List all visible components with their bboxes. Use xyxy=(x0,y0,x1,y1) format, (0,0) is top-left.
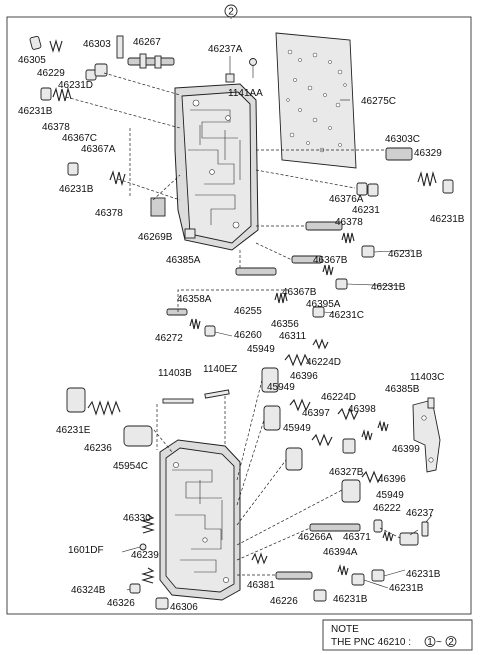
bracket-46385b xyxy=(412,399,441,473)
part-label: 46367C xyxy=(62,133,97,144)
part-label: 46231B xyxy=(430,214,465,225)
part-label: 46330 xyxy=(123,513,151,524)
part-label: 46305 xyxy=(18,55,46,66)
part-label: 46329 xyxy=(414,148,442,159)
part-label: 1141AA xyxy=(228,88,263,99)
separator-plate xyxy=(275,32,357,169)
part-label: 46260 xyxy=(234,330,262,341)
diagram-frame xyxy=(6,16,472,615)
part-label: 46367B xyxy=(282,287,317,298)
part-label: 46385B xyxy=(385,384,420,395)
note-tilde: ~ xyxy=(436,637,442,648)
part-label: 46267 xyxy=(133,37,161,48)
note-title: NOTE xyxy=(331,624,359,635)
part-label: 46272 xyxy=(155,333,183,344)
part-label: 46231B xyxy=(406,569,441,580)
part-label: 46266A xyxy=(298,532,333,543)
part-label: 46237A xyxy=(208,44,243,55)
part-label: 46231B xyxy=(18,106,53,117)
part-label: 46237 xyxy=(406,508,434,519)
part-label: 46378 xyxy=(42,122,70,133)
part-label: 45949 xyxy=(247,344,275,355)
part-label: 46399 xyxy=(392,444,420,455)
part-label: 1140EZ xyxy=(203,364,237,375)
part-label: 45949 xyxy=(267,382,295,393)
upper-valve-body xyxy=(174,83,259,251)
part-label: 46367A xyxy=(81,144,116,155)
part-label: 46231D xyxy=(58,80,93,91)
part-label: 46236 xyxy=(84,443,112,454)
part-label: 46398 xyxy=(348,404,376,415)
part-labels: 46305 46303 46267 46229 46231D 46237A 11… xyxy=(18,37,465,613)
assembly-lines xyxy=(65,72,401,576)
part-label: 46311 xyxy=(279,331,307,342)
part-label: 46231E xyxy=(56,425,91,436)
part-label: 11403B xyxy=(158,368,192,379)
part-label: 46356 xyxy=(271,319,299,330)
part-label: 46231B xyxy=(389,583,424,594)
part-label: 46371 xyxy=(343,532,371,543)
part-label: 46231C xyxy=(329,310,364,321)
part-label: 46396 xyxy=(290,371,318,382)
part-label: 46395A xyxy=(306,299,341,310)
part-label: 46396 xyxy=(378,474,406,485)
part-label: 1601DF xyxy=(68,545,104,556)
part-label: 11403C xyxy=(410,372,444,383)
part-label: 46397 xyxy=(302,408,330,419)
part-label: 46231 xyxy=(352,205,380,216)
part-label: 46327B xyxy=(329,467,364,478)
part-label: 46226 xyxy=(270,596,298,607)
note-box: NOTE THE PNC 46210 : 1 ~ 2 xyxy=(322,619,473,651)
part-label: 46358A xyxy=(177,294,212,305)
part-label: 46269B xyxy=(138,232,173,243)
part-label: 46231B xyxy=(371,282,406,293)
part-label: 46239 xyxy=(131,550,159,561)
lower-valve-body xyxy=(159,439,241,601)
part-label: 46303C xyxy=(385,134,420,145)
note-ref-to: 2 xyxy=(445,636,457,648)
part-label: 46306 xyxy=(170,602,198,613)
part-label: 45949 xyxy=(376,490,404,501)
part-label: 46376A xyxy=(329,194,364,205)
part-label: 46231B xyxy=(333,594,368,605)
svg-text:2: 2 xyxy=(228,7,234,18)
assembly-ref-marker: 2 xyxy=(224,4,238,19)
part-label: 45954C xyxy=(113,461,148,472)
leader-lines xyxy=(121,56,433,591)
part-label: 46222 xyxy=(373,503,401,514)
part-label: 46367B xyxy=(313,255,348,266)
part-label: 46326 xyxy=(107,598,135,609)
note-ref-from: 1 xyxy=(424,636,436,648)
part-label: 46378 xyxy=(335,217,363,228)
part-label: 46381 xyxy=(247,580,275,591)
part-label: 46231B xyxy=(59,184,94,195)
part-label: 46229 xyxy=(37,68,65,79)
part-label: 46255 xyxy=(234,306,262,317)
part-label: 46324B xyxy=(71,585,106,596)
part-label: 46394A xyxy=(323,547,358,558)
part-label: 46224D xyxy=(306,357,341,368)
svg-text:1: 1 xyxy=(427,637,433,648)
part-label: 46224D xyxy=(321,392,356,403)
svg-text:2: 2 xyxy=(448,637,454,648)
part-label: 46385A xyxy=(166,255,201,266)
part-label: 46378 xyxy=(95,208,123,219)
part-label: 46275C xyxy=(361,96,396,107)
part-label: 46231B xyxy=(388,249,423,260)
part-label: 45949 xyxy=(283,423,311,434)
note-line: THE PNC 46210 : xyxy=(331,637,411,648)
part-label: 46303 xyxy=(83,39,111,50)
small-parts xyxy=(29,35,454,610)
